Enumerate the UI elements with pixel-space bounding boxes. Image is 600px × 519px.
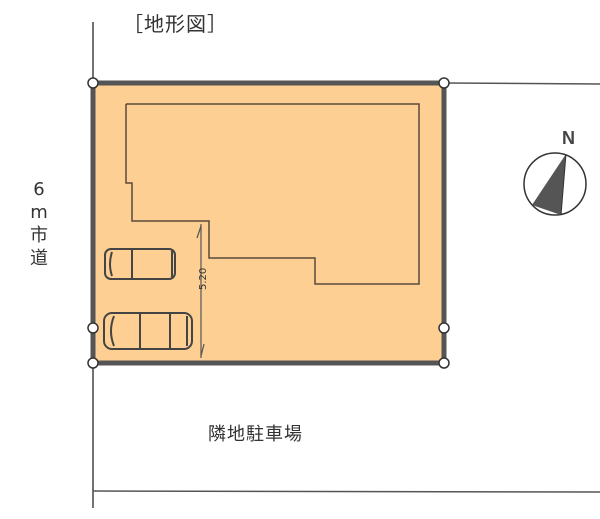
- boundary-markers: [87, 77, 450, 369]
- boundary-line-south: [92, 490, 600, 493]
- building-outline: [125, 103, 420, 285]
- neighbor-parking-label: 隣地駐車場: [208, 424, 303, 445]
- car-icon: [103, 312, 193, 350]
- dimension-label: 5.20: [198, 267, 209, 290]
- car-icon: [104, 248, 176, 280]
- road-label: 6 m 市 道: [30, 179, 48, 269]
- boundary-line-north: [443, 82, 600, 85]
- compass-north-label: N: [562, 128, 575, 148]
- page-title: ［地形図］: [123, 12, 228, 36]
- north-compass-icon: [523, 152, 587, 216]
- lot-area: [90, 80, 447, 366]
